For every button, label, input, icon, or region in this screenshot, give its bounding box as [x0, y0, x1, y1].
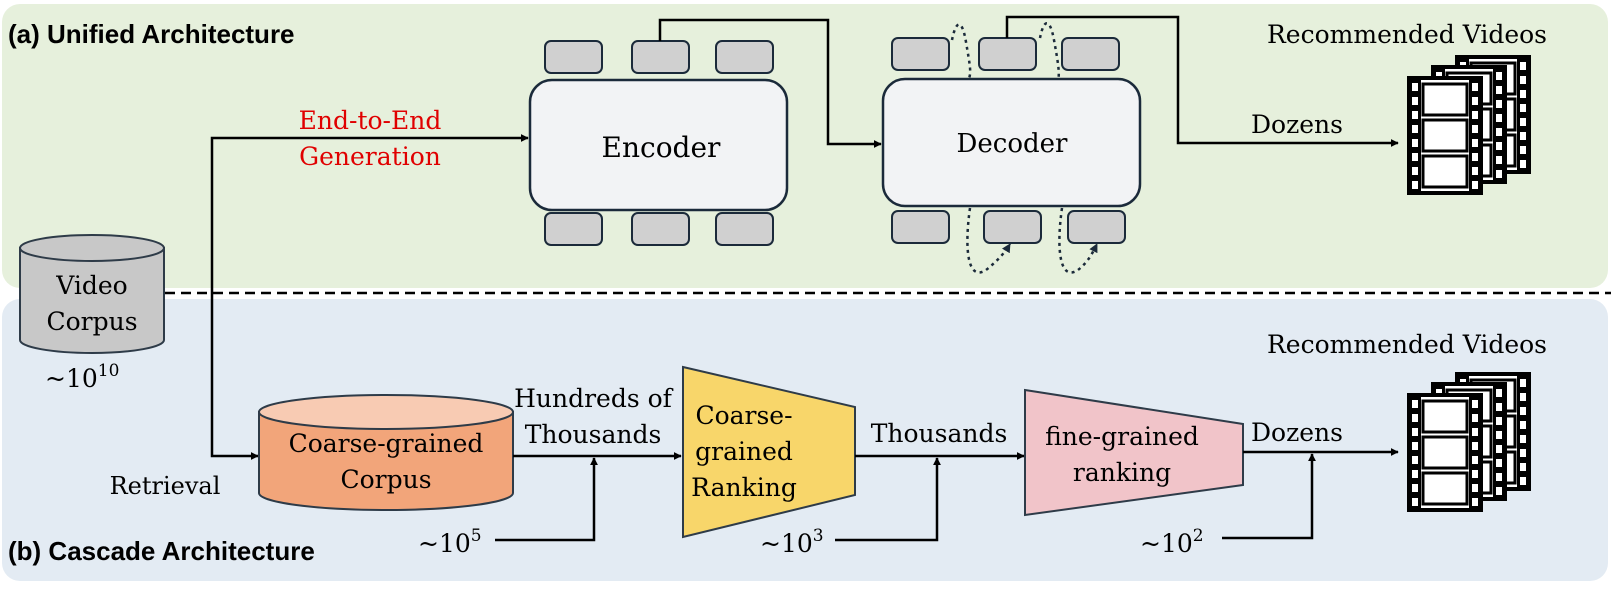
- encoder-to-decoder-arrow: [658, 18, 882, 148]
- unified-title: (a) Unified Architecture: [8, 19, 295, 49]
- encoder-box: [528, 78, 789, 212]
- decoder-box: [881, 77, 1142, 208]
- coarse-grained-ranking-block: Coarse- grained Ranking: [682, 365, 856, 539]
- coarse-corpus-label-line2: Corpus: [340, 465, 431, 494]
- decoder-output-token: [891, 210, 950, 244]
- decoder-output-token: [983, 210, 1042, 244]
- generation-label-line2: Generation: [299, 142, 441, 171]
- decoder-label: Decoder: [957, 129, 1068, 159]
- flow1-label-line2: Thousands: [525, 420, 662, 449]
- cascade-title: (b) Cascade Architecture: [8, 536, 315, 566]
- scale3-pointer-arrow: [1222, 453, 1316, 540]
- flow1-label-line1: Hundreds of: [514, 384, 674, 413]
- coarse-ranking-label-line2: grained: [695, 437, 793, 466]
- encoder-output-token: [544, 212, 603, 246]
- encoder-output-token: [715, 212, 774, 246]
- encoder-block: Encoder: [528, 40, 789, 246]
- autoregressive-loop-top: [950, 23, 972, 81]
- scale2-label: ~103: [760, 526, 824, 558]
- fine-ranking-label-line1: fine-grained: [1045, 422, 1199, 451]
- unified-output-count: Dozens: [1251, 110, 1343, 139]
- decoder-input-token: [1061, 37, 1120, 71]
- decoder-output-arrow: [1005, 15, 1399, 147]
- video-film-icon: [1407, 55, 1531, 195]
- video-corpus-scale: ~1010: [45, 361, 119, 393]
- unified-panel: [2, 4, 1608, 288]
- autoregressive-loop-bottom: [1058, 207, 1099, 274]
- encoder-label: Encoder: [602, 131, 722, 164]
- retrieval-path-arrow: [210, 293, 259, 460]
- decoder-block: Decoder: [881, 37, 1142, 244]
- video-corpus-cylinder: Video Corpus: [19, 234, 165, 354]
- video-corpus-label-line1: Video: [55, 271, 127, 300]
- decoder-output-token: [1067, 210, 1126, 244]
- video-corpus-label-line2: Corpus: [46, 307, 137, 336]
- flow2-label: Thousands: [871, 419, 1008, 448]
- decoder-input-token: [978, 37, 1037, 71]
- decoder-input-token: [891, 37, 950, 71]
- scale1-label: ~105: [418, 526, 482, 558]
- encoder-input-token: [715, 40, 774, 74]
- coarse-ranking-label-line3: Ranking: [691, 473, 797, 502]
- autoregressive-loop-top: [1038, 22, 1061, 81]
- generation-path-arrow: [210, 134, 529, 293]
- retrieval-label: Retrieval: [110, 472, 221, 500]
- encoder-input-token: [544, 40, 603, 74]
- unified-output-title: Recommended Videos: [1267, 20, 1547, 49]
- video-film-icon: [1407, 372, 1531, 512]
- scale3-label: ~102: [1140, 526, 1204, 558]
- coarse-corpus-label-line1: Coarse-grained: [289, 429, 484, 458]
- scale2-pointer-arrow: [835, 457, 941, 542]
- fine-ranking-label-line2: ranking: [1073, 458, 1171, 487]
- generation-label-line1: End-to-End: [299, 106, 442, 135]
- encoder-input-token: [631, 40, 690, 74]
- scale1-pointer-arrow: [495, 457, 598, 542]
- flow3-label: Dozens: [1251, 418, 1343, 447]
- coarse-ranking-label-line1: Coarse-: [695, 401, 792, 430]
- cascade-output-title: Recommended Videos: [1267, 330, 1547, 359]
- autoregressive-loop-bottom: [966, 207, 1012, 274]
- coarse-grained-corpus-cylinder: Coarse-grained Corpus: [258, 394, 514, 511]
- fine-grained-ranking-block: fine-grained ranking: [1024, 388, 1244, 517]
- encoder-output-token: [631, 212, 690, 246]
